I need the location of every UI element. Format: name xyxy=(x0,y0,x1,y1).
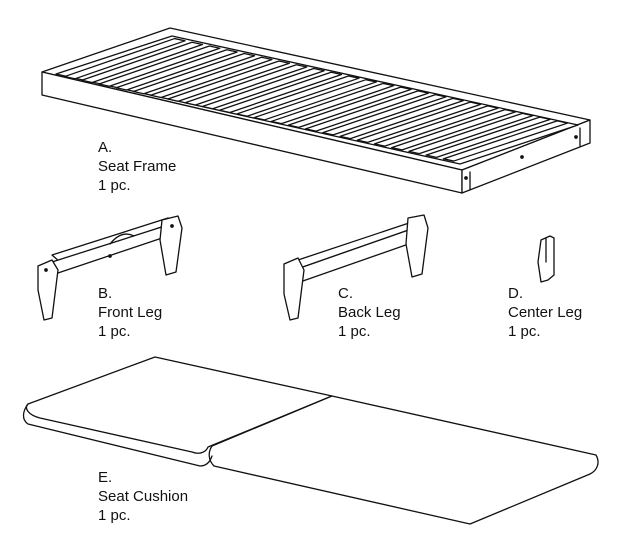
seat-frame-slat xyxy=(81,41,204,84)
seat-frame-slat xyxy=(98,45,221,87)
part-d-label: D. Center Leg 1 pc. xyxy=(508,284,582,341)
seat-cushion-illustration xyxy=(22,356,599,525)
part-e-qty: 1 pc. xyxy=(98,507,131,524)
part-c-name: Back Leg xyxy=(338,304,401,321)
part-e-label: E. Seat Cushion 1 pc. xyxy=(98,468,188,525)
seat-frame-slat xyxy=(339,97,464,140)
part-b-letter: B. xyxy=(98,285,113,302)
seat-frame-slats xyxy=(63,37,569,162)
seat-frame-slat xyxy=(287,86,412,129)
seat-frame-slat xyxy=(218,71,343,114)
seat-frame-slat xyxy=(236,75,360,117)
part-a-letter: A. xyxy=(98,139,113,156)
part-a-name: Seat Frame xyxy=(98,158,177,175)
seat-frame-slat xyxy=(63,37,186,80)
seat-frame-slat xyxy=(356,101,482,144)
part-b-name: Front Leg xyxy=(98,304,163,321)
seat-frame-slat xyxy=(322,93,447,136)
part-d-name: Center Leg xyxy=(508,304,583,321)
part-e-name: Seat Cushion xyxy=(98,488,189,505)
seat-frame-slat xyxy=(167,60,291,102)
seat-frame-slat xyxy=(201,67,325,110)
back-leg-illustration xyxy=(283,214,429,321)
part-c-letter: C. xyxy=(338,285,353,302)
part-c-qty: 1 pc. xyxy=(338,323,371,340)
seat-frame-slat xyxy=(442,120,569,162)
part-a-qty: 1 pc. xyxy=(98,177,131,194)
seat-frame-slat xyxy=(304,90,430,132)
part-a-label: A. Seat Frame 1 pc. xyxy=(98,138,176,195)
part-e-letter: E. xyxy=(98,469,113,486)
seat-frame-illustration xyxy=(41,27,591,194)
seat-frame-slat xyxy=(425,116,551,158)
seat-frame-slat xyxy=(391,108,517,151)
seat-frame-slat xyxy=(270,82,395,125)
seat-frame-slat xyxy=(150,56,273,99)
seat-frame-slat xyxy=(184,64,308,106)
seat-frame-slat xyxy=(253,79,377,121)
seat-frame-slat xyxy=(373,105,499,147)
part-d-qty: 1 pc. xyxy=(508,323,541,340)
part-b-qty: 1 pc. xyxy=(98,323,131,340)
seat-frame-slat xyxy=(132,52,256,95)
seat-frame-slat xyxy=(408,112,534,155)
part-c-label: C. Back Leg 1 pc. xyxy=(338,284,401,341)
seat-frame-slat xyxy=(115,49,238,91)
center-leg-illustration xyxy=(537,235,555,283)
part-b-label: B. Front Leg 1 pc. xyxy=(98,284,162,341)
part-d-letter: D. xyxy=(508,285,523,302)
front-leg-illustration xyxy=(37,215,183,321)
